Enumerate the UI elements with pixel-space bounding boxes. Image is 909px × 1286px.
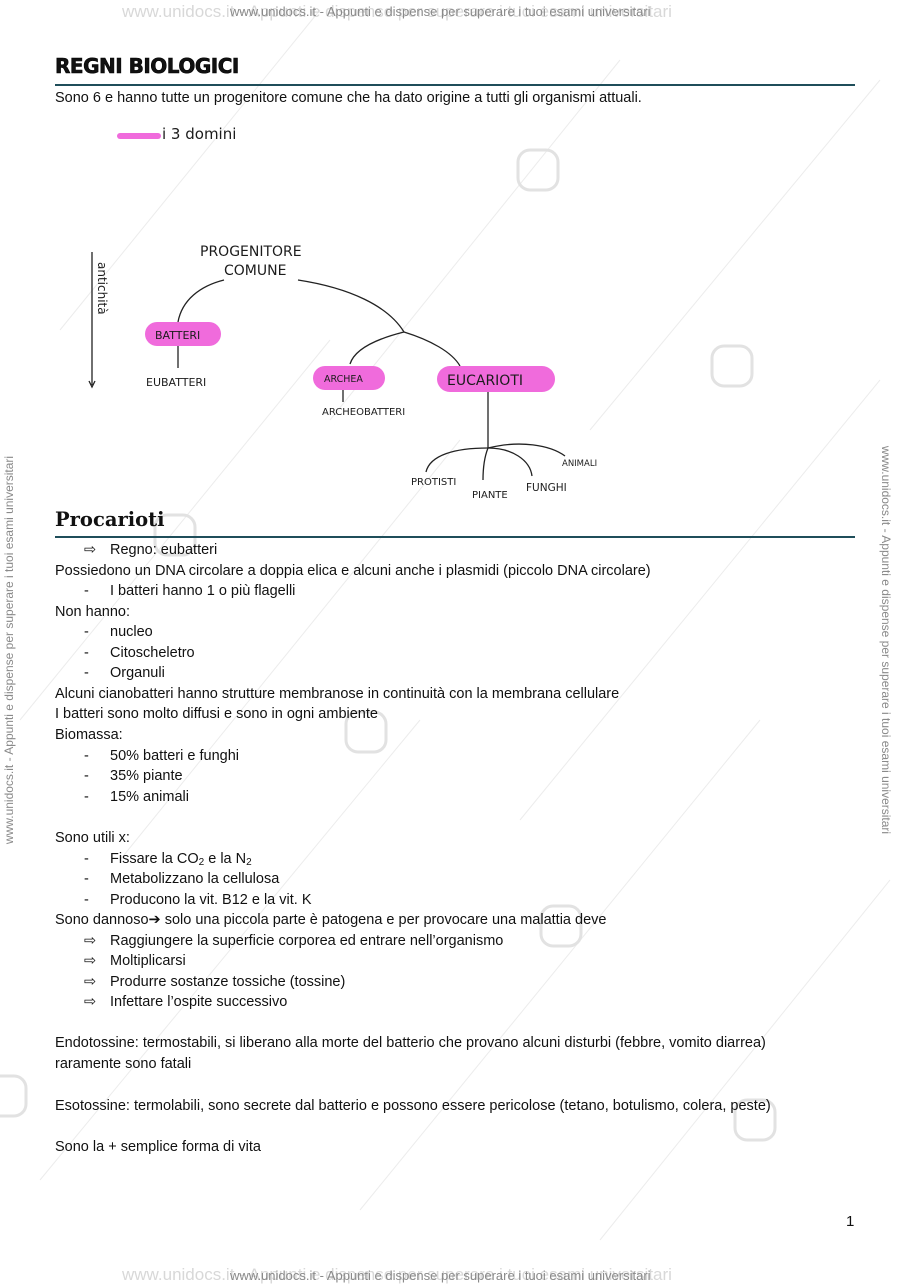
section-title: Procarioti	[55, 508, 165, 531]
utili-title: Sono utili x:	[55, 830, 130, 846]
dash-marker: -	[84, 789, 89, 805]
watermark-ghost-top: www.unidocs.it - Appunti e dispense per …	[122, 2, 672, 21]
dash-marker: -	[84, 624, 89, 640]
root-label-line1: PROGENITORE	[200, 244, 302, 260]
list-item: Biomassa:	[55, 727, 123, 743]
list-item: -Fissare la CO2 e la N2	[84, 851, 252, 868]
time-axis-arrow-icon	[88, 380, 96, 389]
arrow-marker-icon: ⇨	[84, 542, 97, 558]
dash-marker: -	[84, 645, 89, 661]
watermark-ghost-bottom: www.unidocs.it - Appunti e dispense per …	[122, 1265, 672, 1284]
node-funghi: FUNGHI	[526, 482, 567, 494]
section-rule	[55, 536, 855, 538]
esotossine-paragraph: Esotossine: termolabili, sono secrete da…	[55, 1098, 771, 1114]
watermark-top: www.unidocs.it - Appunti e dispense per …	[230, 4, 651, 19]
node-eubatteri: EUBATTERI	[146, 376, 206, 389]
node-archea: ARCHEA	[324, 374, 363, 385]
node-batteri-highlight	[145, 322, 221, 346]
arrow-right-icon: ➔	[148, 912, 161, 928]
title-rule	[55, 84, 855, 86]
arrow-marker-icon: ⇨	[84, 953, 97, 969]
list-item: -I batteri hanno 1 o più flagelli	[84, 583, 296, 599]
list-item: Alcuni cianobatteri hanno strutture memb…	[55, 686, 620, 702]
watermark-left: www.unidocs.it - Appunti e dispense per …	[2, 455, 16, 845]
node-piante: PIANTE	[472, 490, 508, 501]
root-label-line2: COMUNE	[224, 263, 286, 279]
node-archeobatteri: ARCHEOBATTERI	[322, 407, 405, 418]
page-title: REGNI BIOLOGICI	[55, 54, 240, 79]
node-animali: ANIMALI	[562, 459, 597, 469]
list-item: -50% batteri e funghi	[84, 748, 239, 764]
dash-marker: -	[84, 768, 89, 784]
legend-note: i 3 domini	[162, 125, 236, 143]
node-protisti: PROTISTI	[411, 477, 456, 488]
list-item: -Organuli	[84, 665, 165, 681]
list-item: -15% animali	[84, 789, 189, 805]
arrow-marker-icon: ⇨	[84, 974, 97, 990]
time-axis-label: antichità	[95, 262, 109, 315]
list-item: ⇨Raggiungere la superficie corporea ed e…	[84, 933, 504, 949]
list-item: Non hanno:	[55, 604, 130, 620]
list-item: -35% piante	[84, 768, 183, 784]
list-item: ⇨Regno: eubatteri	[84, 542, 218, 558]
dash-marker: -	[84, 748, 89, 764]
list-item: I batteri sono molto diffusi e sono in o…	[55, 706, 378, 722]
kingdoms-diagram: i 3 domini antichità PROGENITORE COMUNE …	[88, 125, 597, 501]
endotossine-paragraph: Endotossine: termostabili, si liberano a…	[55, 1035, 766, 1072]
dash-marker: -	[84, 892, 89, 908]
tree-branches	[177, 279, 566, 481]
dash-marker: -	[84, 665, 89, 681]
page-number: 1	[846, 1213, 855, 1230]
intro-text: Sono 6 e hanno tutte un progenitore comu…	[55, 90, 642, 106]
node-eucarioti: EUCARIOTI	[447, 373, 523, 389]
list-item: -Citoscheletro	[84, 645, 195, 661]
list-item: Possiedono un DNA circolare a doppia eli…	[55, 563, 651, 579]
list-item: -Producono la vit. B12 e la vit. K	[84, 892, 312, 908]
dash-marker: -	[84, 851, 89, 867]
dannoso-line: Sono dannoso➔ solo una piccola parte è p…	[55, 912, 607, 928]
list-item: -nucleo	[84, 624, 153, 640]
list-item: -Metabolizzano la cellulosa	[84, 871, 280, 887]
dash-marker: -	[84, 583, 89, 599]
dash-marker: -	[84, 871, 89, 887]
watermark-bottom: www.unidocs.it - Appunti e dispense per …	[230, 1268, 651, 1283]
list-item: ⇨Produrre sostanze tossiche (tossine)	[84, 974, 346, 990]
node-batteri: BATTERI	[155, 329, 200, 342]
closing-line: Sono la + semplice forma di vita	[55, 1139, 261, 1155]
list-item: ⇨Moltiplicarsi	[84, 953, 186, 969]
arrow-marker-icon: ⇨	[84, 933, 97, 949]
list-item: ⇨Infettare l’ospite successivo	[84, 994, 288, 1010]
node-eucarioti-highlight	[437, 366, 555, 392]
arrow-marker-icon: ⇨	[84, 994, 97, 1010]
node-archea-highlight	[313, 366, 385, 390]
